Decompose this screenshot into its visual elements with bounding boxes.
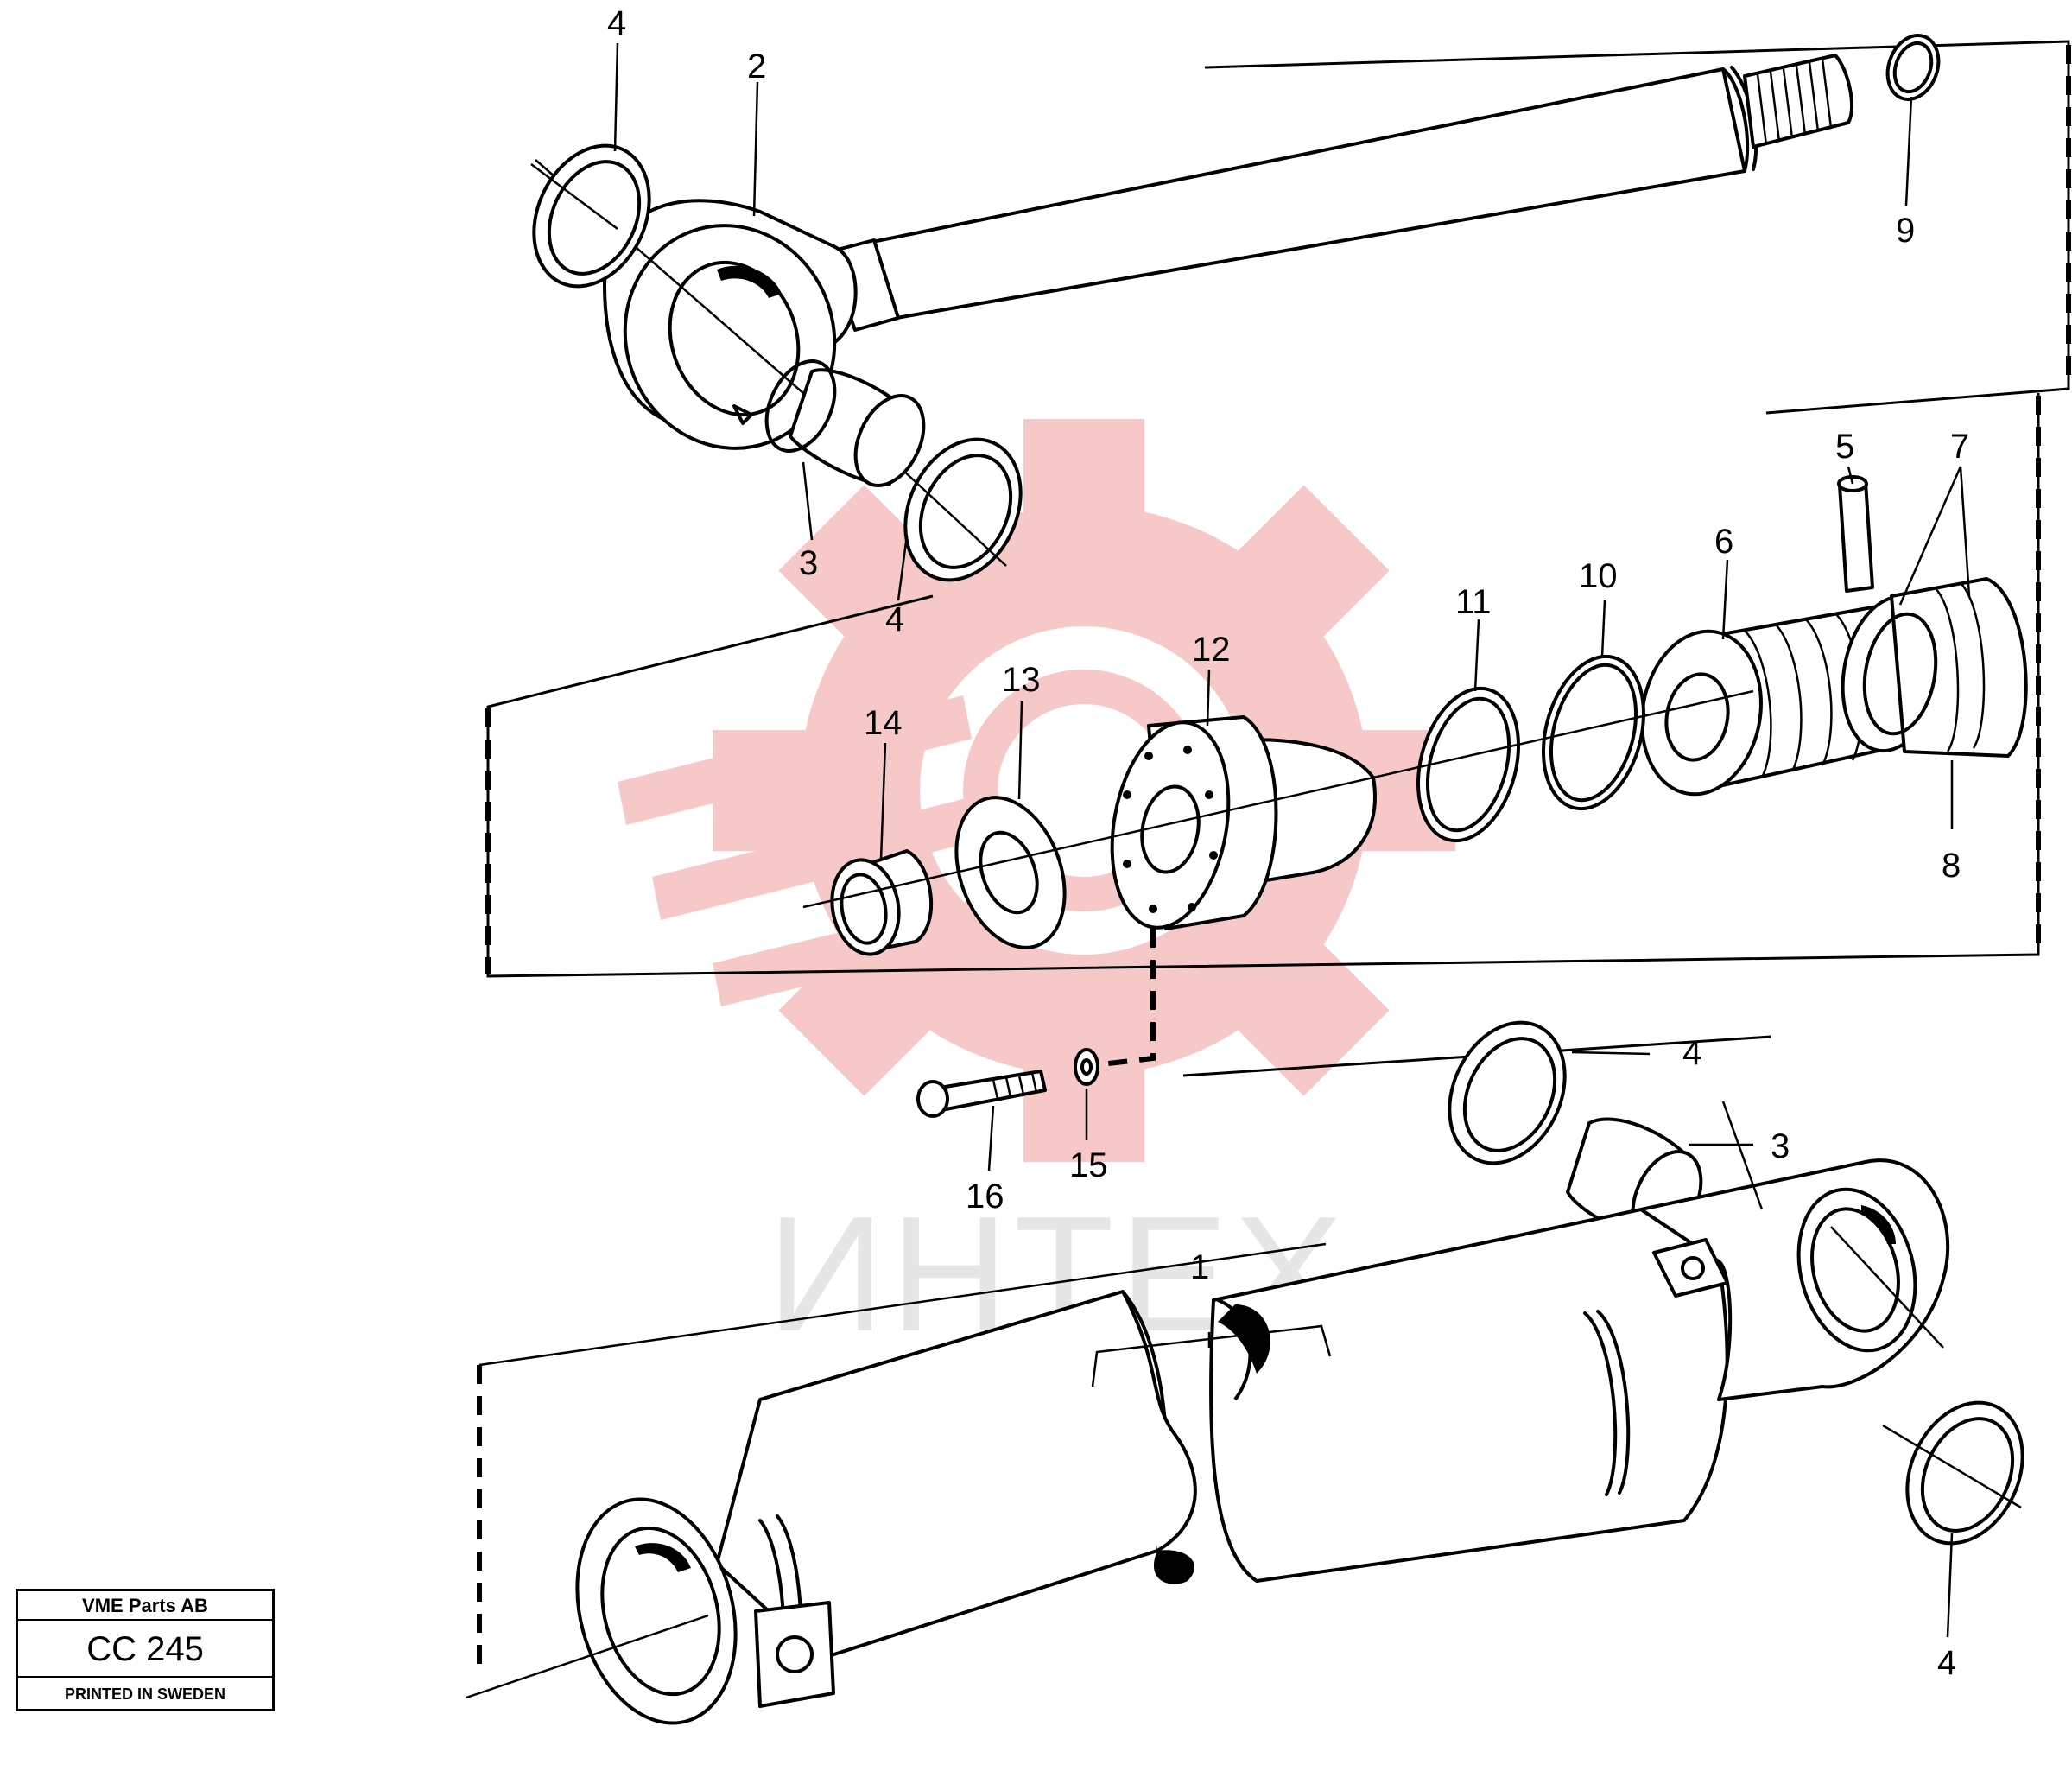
bushing-top (764, 359, 926, 487)
wiper-ring-13 (954, 796, 1067, 949)
callout-4: 4 (607, 4, 626, 42)
backup-ring-11 (1416, 686, 1521, 843)
callout-11: 11 (1455, 583, 1492, 621)
callout-12: 12 (1192, 631, 1231, 669)
callout-13: 13 (1002, 661, 1041, 699)
callout-4: 4 (1682, 1034, 1701, 1072)
company-name: VME Parts AB (18, 1591, 272, 1621)
title-block: VME Parts AB CC 245 PRINTED IN SWEDEN (16, 1589, 275, 1711)
callout-8: 8 (1942, 847, 1961, 885)
callout-7: 7 (1950, 428, 1969, 466)
retaining-ring-right (1448, 1020, 1567, 1165)
callout-9: 9 (1896, 212, 1915, 250)
printed-note: PRINTED IN SWEDEN (64, 1685, 225, 1703)
callout-16: 16 (966, 1177, 1004, 1216)
callout-4: 4 (885, 600, 904, 638)
washer-15 (1074, 1048, 1099, 1086)
callout-6: 6 (1714, 523, 1733, 561)
cylinder-head-12 (1110, 715, 1377, 930)
piston-rod (535, 54, 1854, 450)
callout-4: 4 (1937, 1644, 1956, 1682)
cylinder-tube-1 (575, 1101, 1950, 1725)
retaining-ring-mid (889, 437, 1023, 582)
piston-seal-7 (1841, 577, 2028, 758)
drawing-code: CC 245 (18, 1621, 272, 1678)
callout-labels: 4 2 9 3 4 5 7 6 10 11 12 13 14 8 4 3 15 … (607, 4, 1969, 1682)
retaining-ring-top-left (530, 143, 651, 289)
callout-5: 5 (1835, 428, 1854, 466)
o-ring-10 (1541, 654, 1646, 811)
scraper-14 (830, 849, 934, 956)
callout-10: 10 (1579, 557, 1618, 595)
callout-1: 1 (1190, 1248, 1209, 1286)
o-ring-9 (1885, 34, 1941, 101)
callout-15: 15 (1069, 1146, 1108, 1184)
retaining-ring-bottom-right (1882, 1400, 2024, 1546)
callout-3: 3 (1771, 1127, 1790, 1165)
callout-2: 2 (747, 48, 766, 86)
callout-14: 14 (864, 704, 903, 742)
screw-16 (916, 1070, 1047, 1118)
pin-5 (1837, 475, 1874, 593)
callout-3: 3 (799, 544, 818, 582)
leader-lines (613, 42, 1971, 1638)
